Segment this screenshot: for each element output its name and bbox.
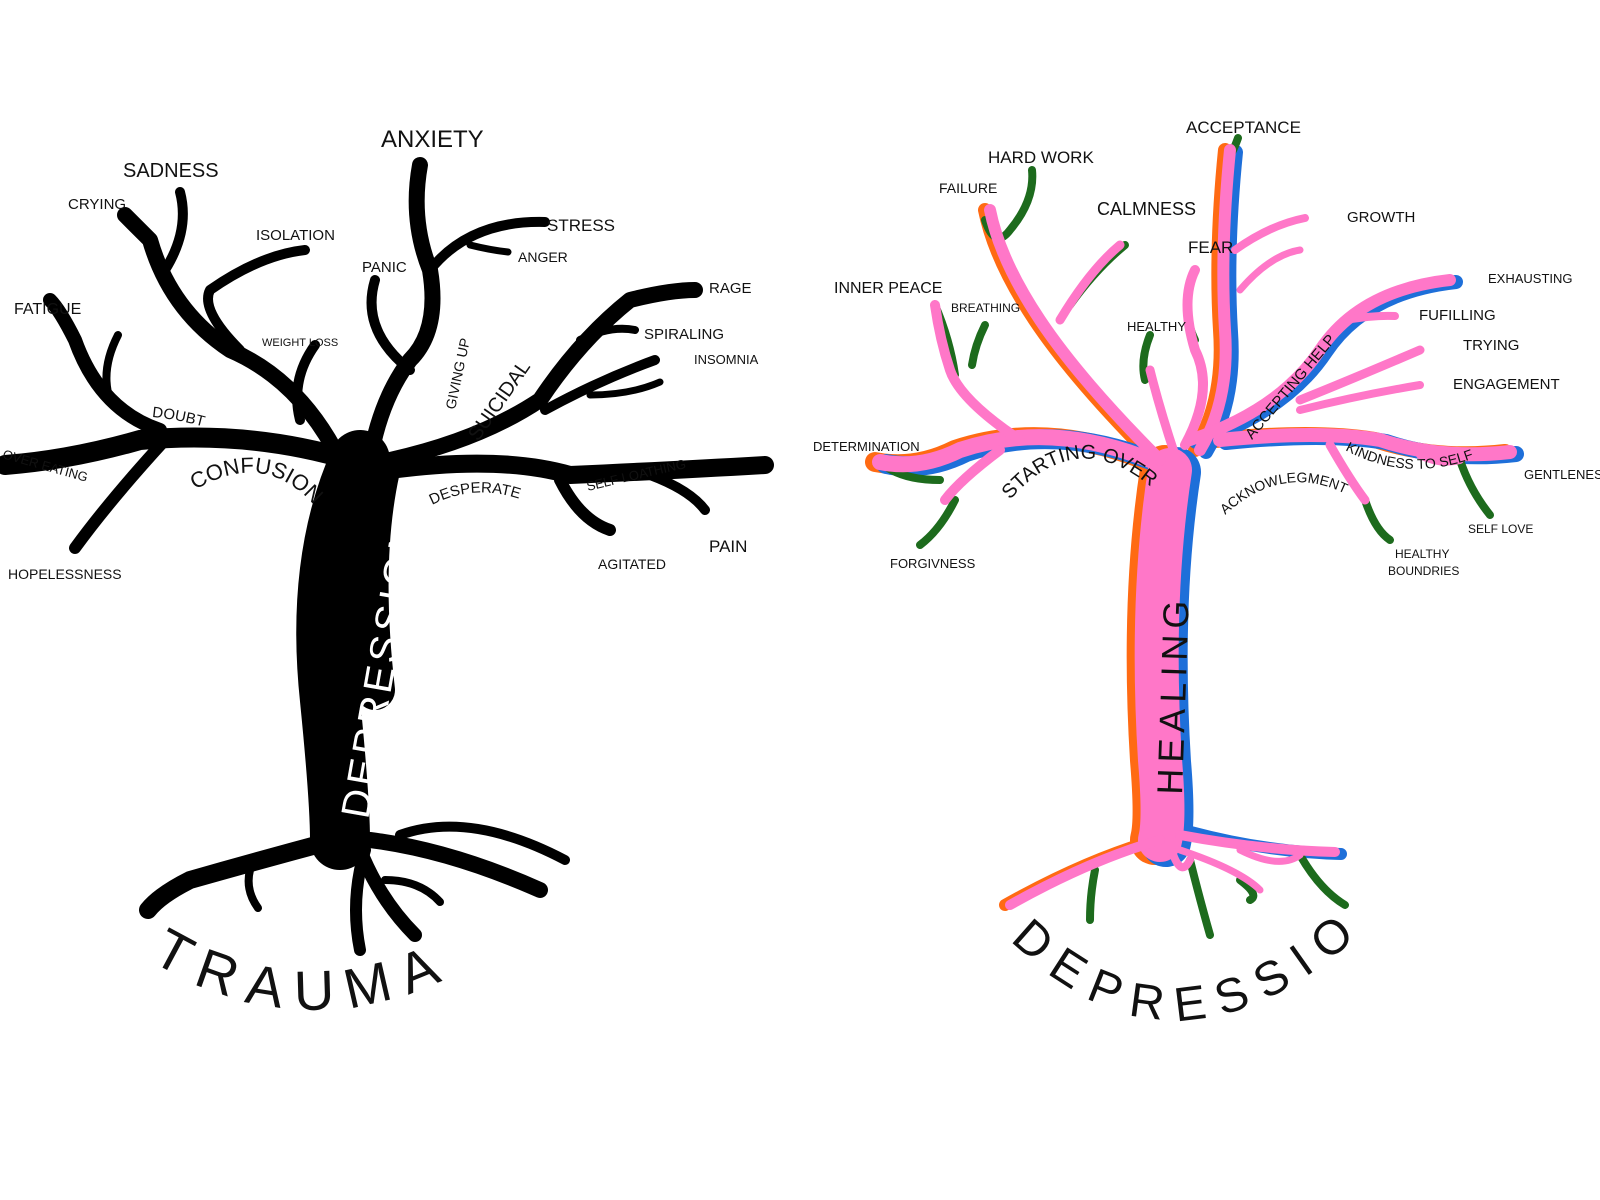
exhausting-label: EXHAUSTING bbox=[1488, 271, 1573, 286]
right-trunk-label: HEALING bbox=[1149, 594, 1197, 795]
agitated-label: AGITATED bbox=[598, 556, 666, 572]
breathing-label: BREATHING bbox=[951, 301, 1020, 315]
confusion-label: CONFUSION bbox=[186, 453, 328, 509]
healthy-boundries-label-line2: BOUNDRIES bbox=[1388, 564, 1459, 578]
right-trunk bbox=[1134, 448, 1192, 862]
healthy-boundries-label-line1: HEALTHY bbox=[1395, 547, 1449, 561]
acknowlegment-label: ACKNOWLEGMENT bbox=[1217, 469, 1351, 517]
stress-label: STRESS bbox=[547, 216, 615, 235]
hopelessness-label: HOPELESSNESS bbox=[8, 566, 122, 582]
spiraling-label: SPIRALING bbox=[644, 326, 724, 343]
anger-label: ANGER bbox=[518, 249, 568, 265]
determination-label: DETERMINATION bbox=[813, 439, 920, 454]
giving-up-label: GIVING UP bbox=[442, 337, 473, 411]
pain-label: PAIN bbox=[709, 537, 747, 556]
left-tree: DEPRESSION CONFUSION DOUBT OVER EATING D… bbox=[0, 126, 774, 1022]
rage-label: RAGE bbox=[709, 280, 752, 297]
trying-label: TRYING bbox=[1463, 337, 1519, 354]
right-tree: HEALING STARTING OVER ACKNOWLEGMENT KIND… bbox=[0, 0, 1600, 1033]
growth-label: GROWTH bbox=[1347, 209, 1415, 226]
engagement-label: ENGAGEMENT bbox=[1453, 376, 1560, 393]
left-root bbox=[139, 831, 344, 919]
panic-label: PANIC bbox=[362, 259, 407, 276]
crying-label: CRYING bbox=[68, 196, 126, 213]
left-trunk bbox=[296, 430, 390, 870]
isolation-label: ISOLATION bbox=[256, 227, 335, 244]
weight-loss-label: WEIGHT LOSS bbox=[262, 337, 338, 349]
self-love-label: SELF LOVE bbox=[1468, 522, 1533, 536]
anxiety-label: ANXIETY bbox=[381, 126, 484, 153]
hard-work-label: HARD WORK bbox=[988, 148, 1094, 167]
failure-label: FAILURE bbox=[939, 180, 997, 196]
forgivness-label: FORGIVNESS bbox=[890, 556, 976, 571]
calmness-label: CALMNESS bbox=[1097, 199, 1196, 219]
insomnia-label: INSOMNIA bbox=[694, 352, 759, 367]
inner-peace-label: INNER PEACE bbox=[834, 280, 942, 297]
right-tree-branches bbox=[872, 144, 1517, 910]
fufilling-label: FUFILLING bbox=[1419, 307, 1496, 324]
right-tree-edge-blue bbox=[876, 145, 1524, 867]
acceptance-label: ACCEPTANCE bbox=[1186, 118, 1301, 137]
desperate-label: DESPERATE bbox=[427, 479, 523, 508]
left-tree-branches bbox=[0, 157, 774, 956]
sadness-label: SADNESS bbox=[123, 160, 219, 182]
fear-label: FEAR bbox=[1188, 238, 1233, 257]
healthy-label: HEALTHY bbox=[1127, 319, 1186, 334]
fatigue-label: FATIGUE bbox=[14, 301, 81, 318]
